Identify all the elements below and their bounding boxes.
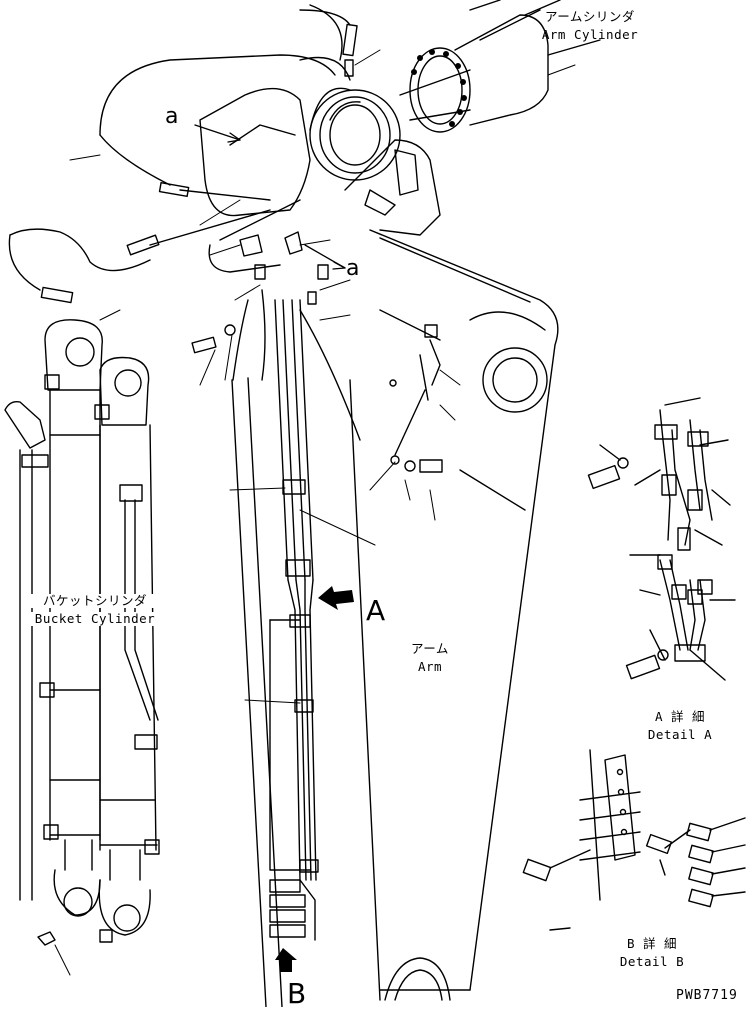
detail-b-label-en: Detail B [619, 954, 685, 969]
view-a-marker-upper: a [165, 104, 179, 129]
view-a-marker-lower: a [346, 256, 360, 281]
view-arrows [194, 124, 346, 270]
arm-body [231, 229, 559, 1007]
leader-lines [54, 49, 576, 976]
arm-cylinder [399, 0, 601, 133]
fasteners [191, 231, 443, 473]
detail-b-label-jp: B 詳 細 [626, 936, 678, 951]
pipe-lines [269, 299, 319, 941]
arm-cylinder-label-jp: アームシリンダ [545, 9, 635, 24]
detail-a-label-en: Detail A [647, 727, 713, 742]
arm-cylinder-label-en: Arm Cylinder [541, 27, 639, 42]
drawing-code: PWB7719 [676, 988, 738, 1003]
detail-b-drawing [522, 749, 746, 931]
hose-assembly [8, 9, 358, 304]
bucket-cylinder-label-en: Bucket Cylinder [22, 612, 168, 626]
detail-a-drawing [587, 397, 736, 681]
bucket-cylinder [4, 319, 160, 946]
arm-label-jp: アーム [411, 641, 449, 656]
callout-arrows [275, 586, 354, 972]
detail-a-label-jp: A 詳 細 [654, 709, 706, 724]
arm-label-en: Arm [417, 659, 443, 674]
bucket-cylinder-label-jp: バケットシリンダ [25, 594, 165, 608]
callout-a: A [366, 594, 386, 627]
arm-top-boss [99, 4, 441, 273]
callout-b: B [287, 977, 307, 1010]
